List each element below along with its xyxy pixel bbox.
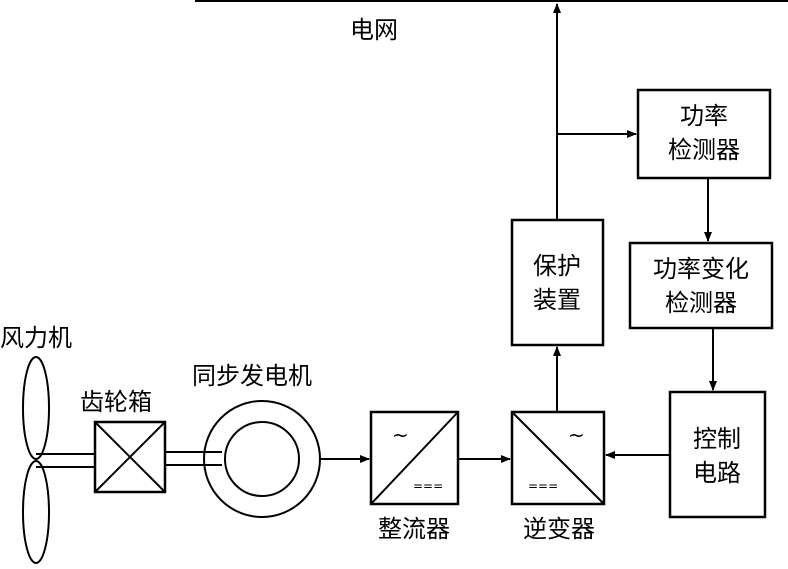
- rectifier-ac-symbol: ~: [392, 423, 409, 447]
- gearbox-label: 齿轮箱: [80, 388, 152, 416]
- rectifier-label: 整流器: [378, 515, 450, 543]
- inverter-dc-symbol: ===: [528, 479, 558, 493]
- power-detector-box: [636, 88, 772, 180]
- power-change-detector-box: [628, 241, 774, 330]
- generator-inner-circle: [224, 421, 300, 497]
- rectifier-dc-symbol: ===: [413, 479, 443, 493]
- protection-device-label-2: 装置: [533, 286, 581, 314]
- power-detector-label-1: 功率: [680, 102, 728, 130]
- inverter-ac-symbol: ~: [568, 423, 585, 447]
- inverter-label: 逆变器: [523, 515, 595, 543]
- protection-device-box: [510, 218, 605, 347]
- control-circuit-box: [668, 390, 767, 519]
- wind-turbine-label: 风力机: [0, 324, 72, 352]
- power-change-detector-label-1: 功率变化: [653, 255, 749, 283]
- inverter-diagonal: [511, 411, 605, 505]
- protection-device-label-1: 保护: [533, 252, 581, 280]
- grid-label: 电网: [350, 16, 398, 44]
- blade-lower: [22, 460, 50, 564]
- control-circuit-label-2: 电路: [693, 459, 741, 487]
- generator-label: 同步发电机: [192, 362, 312, 390]
- gearbox-cross-2: [94, 421, 166, 493]
- blade-upper: [22, 356, 50, 460]
- generator-outer-circle: [203, 400, 321, 518]
- power-change-detector-label-2: 检测器: [665, 289, 737, 317]
- power-detector-label-2: 检测器: [668, 136, 740, 164]
- control-circuit-label-1: 控制: [693, 425, 741, 453]
- rectifier-diagonal: [370, 411, 459, 505]
